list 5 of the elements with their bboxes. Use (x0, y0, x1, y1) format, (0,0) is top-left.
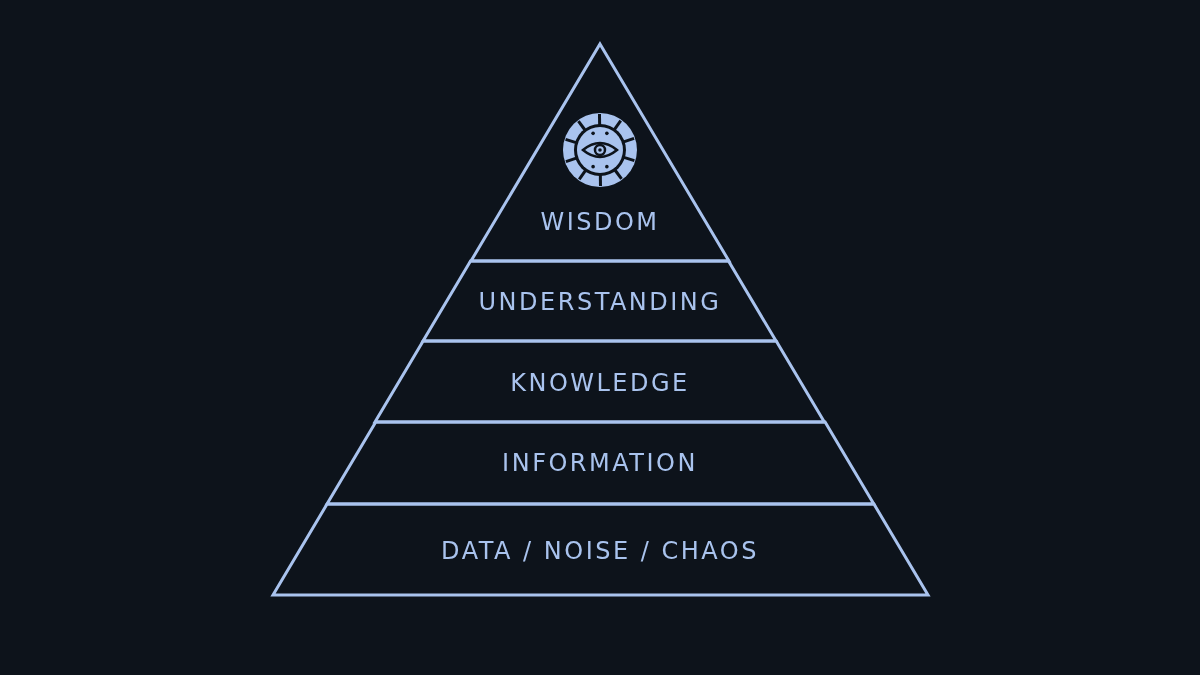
tier-label: INFORMATION (502, 449, 698, 477)
tier-label: KNOWLEDGE (510, 369, 690, 397)
tier-label: UNDERSTANDING (478, 288, 722, 316)
tier-label: DATA / NOISE / CHAOS (441, 537, 759, 565)
tier-label: WISDOM (540, 208, 660, 236)
